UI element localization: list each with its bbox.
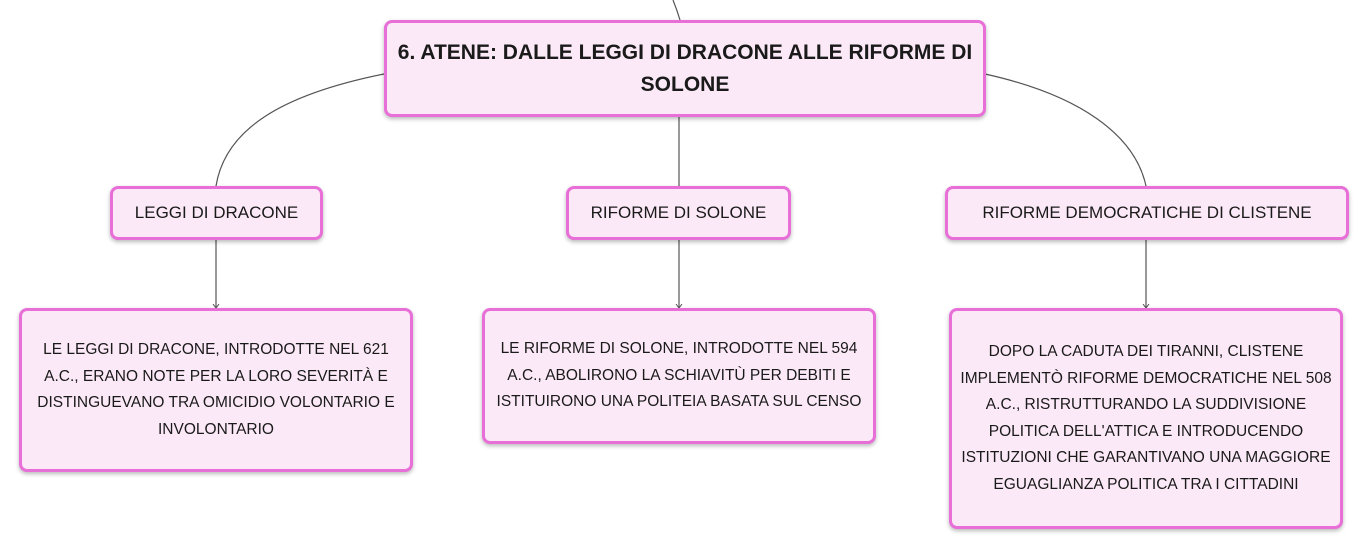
root-topic-title: 6. ATENE: DALLE LEGGI DI DRACONE ALLE RI…: [397, 40, 973, 96]
root-topic-node[interactable]: 6. ATENE: DALLE LEGGI DI DRACONE ALLE RI…: [384, 20, 986, 117]
detail-text-solon-reforms: LE RIFORME DI SOLONE, INTRODOTTE NEL 594…: [496, 340, 862, 411]
detail-node-cleisthenes-reforms[interactable]: DOPO LA CADUTA DEI TIRANNI, CLISTENE IMP…: [949, 308, 1343, 529]
branch-node-solon-reforms[interactable]: RIFORME DI SOLONE: [566, 186, 791, 240]
detail-text-cleisthenes-reforms: DOPO LA CADUTA DEI TIRANNI, CLISTENE IMP…: [960, 343, 1332, 493]
detail-text-draconian-laws: LE LEGGI DI DRACONE, INTRODOTTE NEL 621 …: [37, 341, 395, 438]
detail-node-solon-reforms[interactable]: LE RIFORME DI SOLONE, INTRODOTTE NEL 594…: [482, 308, 876, 444]
branch-label-cleisthenes-reforms: RIFORME DEMOCRATICHE DI CLISTENE: [982, 203, 1312, 222]
connector-root-to-draconian-laws: [215, 73, 385, 187]
detail-node-draconian-laws[interactable]: LE LEGGI DI DRACONE, INTRODOTTE NEL 621 …: [19, 308, 413, 472]
branch-label-solon-reforms: RIFORME DI SOLONE: [590, 203, 767, 222]
branch-label-draconian-laws: LEGGI DI DRACONE: [134, 203, 299, 222]
branch-node-draconian-laws[interactable]: LEGGI DI DRACONE: [110, 186, 323, 240]
branch-node-cleisthenes-reforms[interactable]: RIFORME DEMOCRATICHE DI CLISTENE: [945, 186, 1349, 240]
connector-root-to-cleisthenes-reforms: [984, 73, 1147, 187]
connector-parent-to-root: [672, 0, 681, 21]
